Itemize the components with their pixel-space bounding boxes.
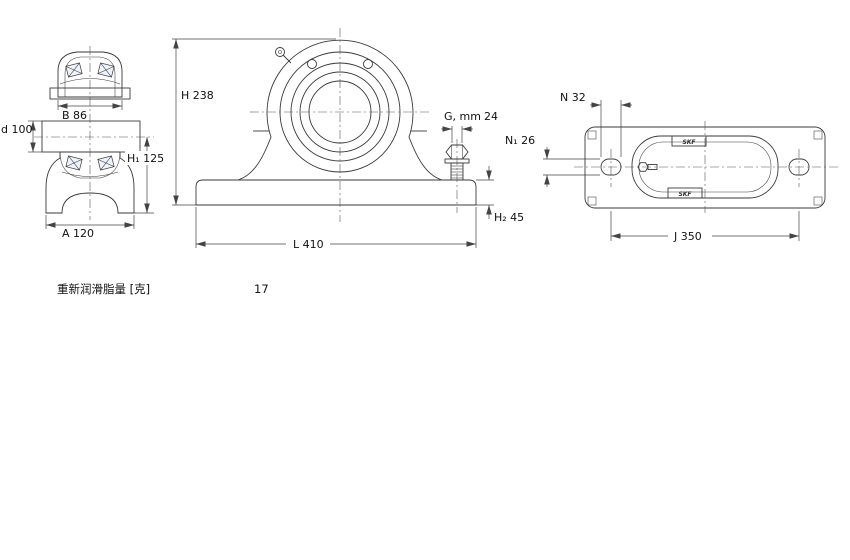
dim-h2-label: H₂ 45	[494, 211, 524, 224]
side-section-view: B 86 d 100 H₁ 125 A 120	[1, 46, 169, 240]
logo-text-top: SKF	[682, 139, 696, 146]
dim-a-label: A 120	[62, 227, 94, 240]
dim-A: A 120	[45, 215, 135, 240]
cap-bolt-hole-left	[307, 59, 317, 69]
dim-N1: N₁ 26	[505, 134, 600, 187]
grease-nipple-head	[275, 47, 285, 57]
logo-tag-bottom: SKF	[667, 187, 703, 199]
housing-base	[195, 179, 477, 206]
dim-g-value: 24	[484, 110, 498, 123]
dim-l-label: L 410	[293, 238, 324, 251]
grease-note: 重新润滑脂量 [克] 17	[57, 282, 269, 296]
dim-d: d 100	[1, 120, 42, 153]
dim-L: L 410	[195, 207, 477, 251]
dim-d-label: d 100	[1, 123, 32, 136]
dim-B: B 86	[57, 100, 123, 122]
cap-bolt-hole-right	[363, 59, 373, 69]
top-view: SKF SKF N 32 N₁ 26	[505, 91, 838, 243]
dim-J: J 350	[610, 211, 800, 243]
dim-h-label: H 238	[181, 89, 214, 102]
dim-n-label: N 32	[560, 91, 586, 104]
grease-nipple	[275, 47, 292, 64]
front-view: H 238 G, mm 24 H₂ 45 L 410	[172, 28, 524, 251]
dim-j-label: J 350	[673, 230, 702, 243]
dim-H2: H₂ 45	[476, 166, 524, 224]
logo-text-bottom: SKF	[678, 191, 692, 198]
housing-body-outline	[237, 39, 443, 181]
dim-g-label: G, mm	[444, 110, 481, 123]
grease-note-value: 17	[254, 282, 269, 296]
logo-tag-top: SKF	[671, 135, 707, 147]
dim-h1-label: H₁ 125	[127, 152, 164, 165]
dim-G: G, mm 24	[441, 110, 498, 143]
dim-H1: H₁ 125	[125, 137, 169, 214]
dim-n1-label: N₁ 26	[505, 134, 535, 147]
bearing-outer-ring	[57, 51, 123, 98]
dim-b-label: B 86	[62, 109, 87, 122]
housing-foot-profile	[45, 151, 135, 214]
dim-N: N 32	[560, 91, 632, 157]
shaft-section	[41, 120, 141, 153]
dim-H: H 238	[172, 38, 336, 206]
grease-note-label: 重新润滑脂量 [克]	[57, 282, 150, 296]
